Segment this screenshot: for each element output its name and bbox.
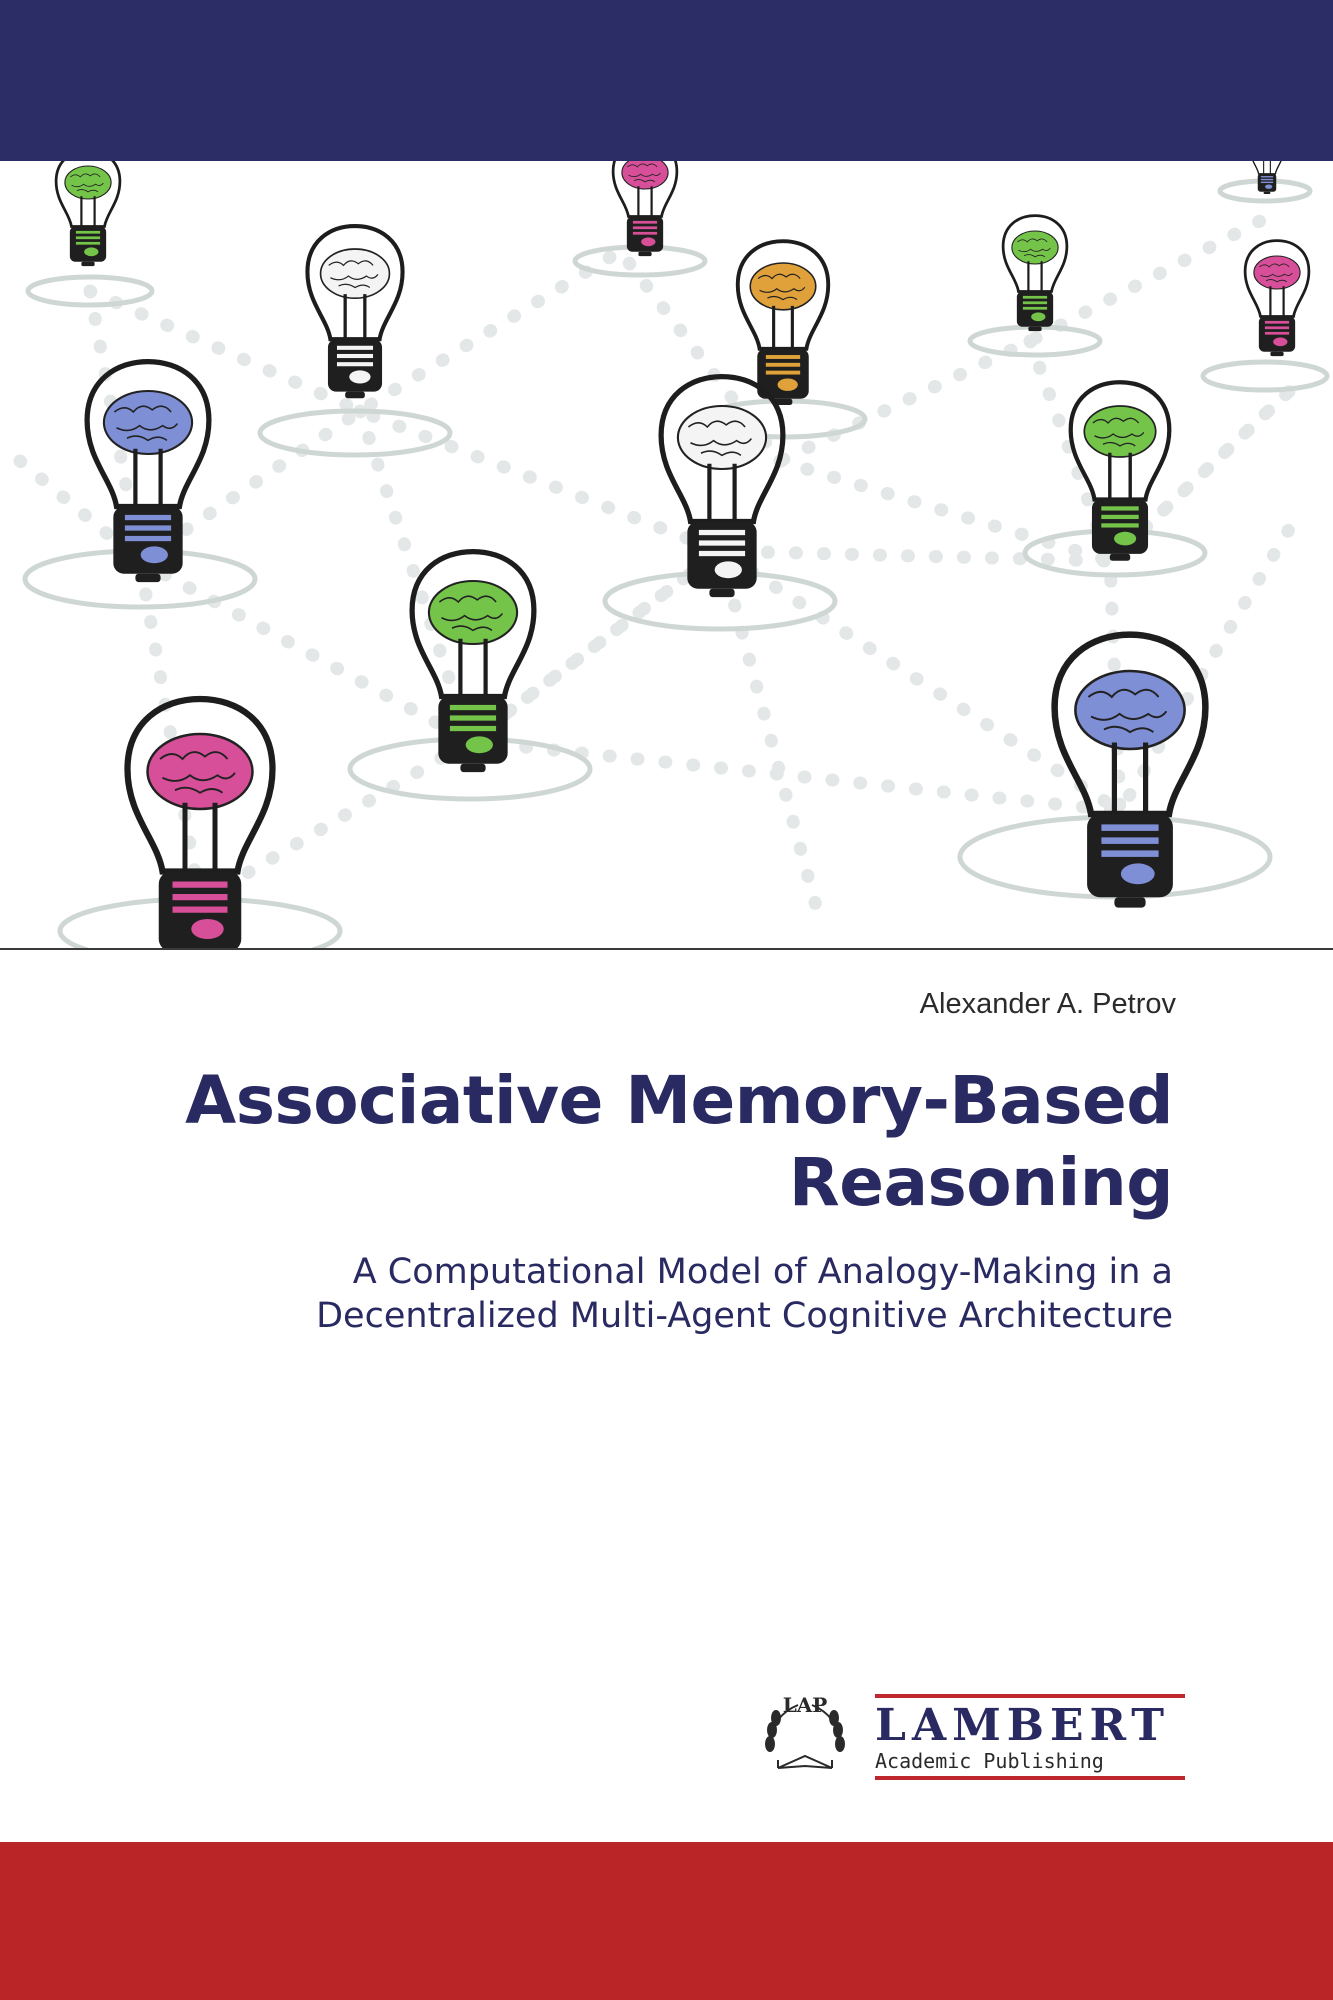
lightbulb-brain-network-icon [13, 161, 1330, 950]
top-color-band [0, 0, 1333, 161]
title-line-1: Associative Memory-Based [185, 1062, 1173, 1139]
divider-rule [0, 948, 1333, 950]
lap-emblem-icon: LAP LAMBERT Academic Publishing [765, 1693, 1185, 1780]
publisher-tagline: Academic Publishing [875, 1749, 1104, 1773]
lap-badge-text: LAP [783, 1693, 828, 1717]
publisher-name: LAMBERT [875, 1700, 1170, 1751]
title-line-2: Reasoning [788, 1144, 1174, 1221]
book-subtitle: A Computational Model of Analogy-Making … [173, 1250, 1173, 1338]
author-name: Alexander A. Petrov [919, 988, 1176, 1020]
book-title: Associative Memory-Based Reasoning [173, 1060, 1173, 1224]
cover-illustration [0, 161, 1333, 950]
publisher-logo: LAP LAMBERT Academic Publishing [760, 1690, 1190, 1790]
subtitle-line-2: Decentralized Multi-Agent Cognitive Arch… [316, 1296, 1173, 1336]
subtitle-line-1: A Computational Model of Analogy-Making … [352, 1252, 1173, 1292]
bottom-color-band [0, 1842, 1333, 2000]
